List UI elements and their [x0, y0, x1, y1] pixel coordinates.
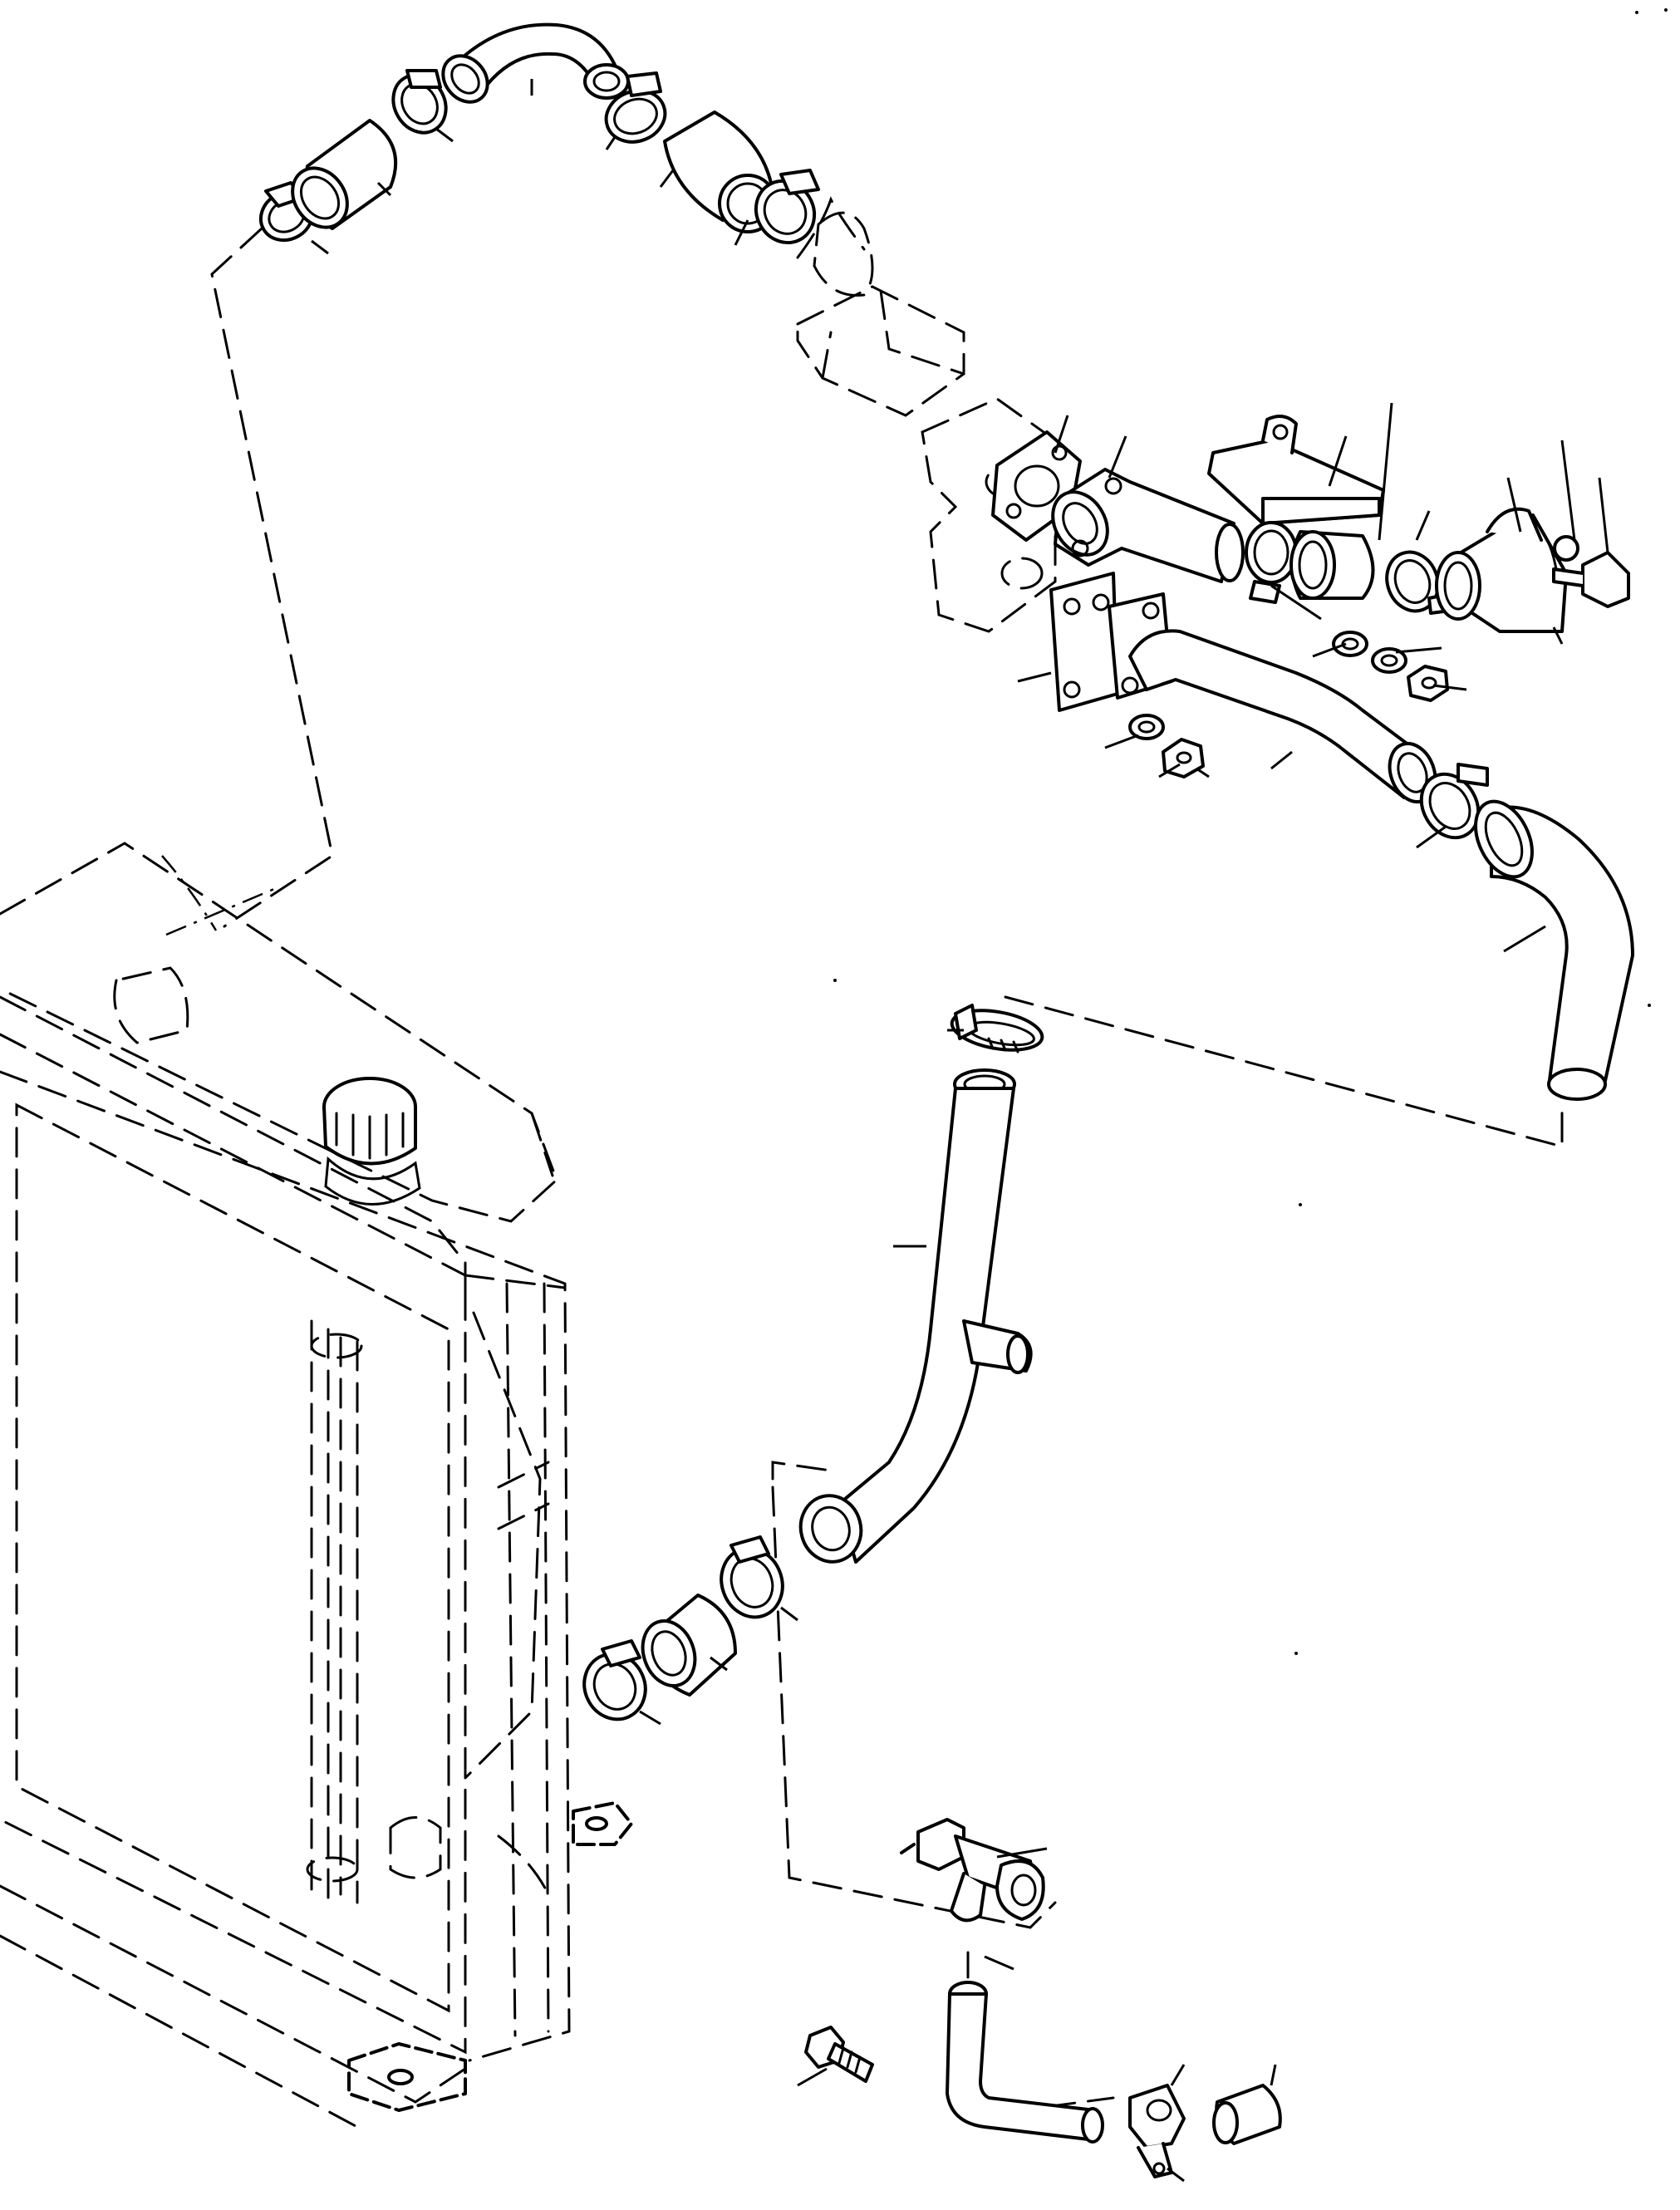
mid-hose	[1289, 530, 1375, 600]
mid-clamp-1	[1245, 521, 1298, 604]
drain-clip	[1128, 2084, 1186, 2178]
elbow-outlet-pipe	[1051, 468, 1245, 583]
drain-elbow-hose	[946, 1981, 1104, 2144]
upper-bent-pipe	[441, 22, 630, 104]
leader-lines	[311, 79, 1609, 2183]
thermostat-pipe	[1435, 507, 1568, 633]
radiator-inlet-pipe	[798, 1068, 1033, 1564]
upper-clamp-3	[604, 71, 667, 144]
drain-cap	[1212, 2084, 1282, 2145]
drain-bolt	[804, 2026, 874, 2083]
radiator-phantom	[0, 842, 633, 2129]
upper-hose-short	[291, 119, 398, 230]
gasket-lower	[1049, 572, 1119, 712]
thermostat-housing-phantom	[813, 211, 874, 297]
lower-clamp-1	[582, 1639, 647, 1721]
upper-clamp-4	[754, 169, 820, 245]
lower-hose	[641, 1594, 737, 1697]
washer-lower	[1128, 714, 1165, 740]
nut-upper	[1407, 665, 1449, 702]
big-curved-hose	[1474, 799, 1634, 1101]
pipe-clamp	[1419, 763, 1489, 840]
washer-upper	[1332, 631, 1407, 674]
bracket-plate	[1207, 415, 1385, 525]
drain-cock	[900, 1818, 1045, 1923]
scan-specks	[833, 8, 1668, 1655]
upper-clamp-2	[391, 69, 448, 135]
engine-housing-phantom	[796, 196, 1057, 633]
lower-clamp-2	[720, 1535, 784, 1619]
